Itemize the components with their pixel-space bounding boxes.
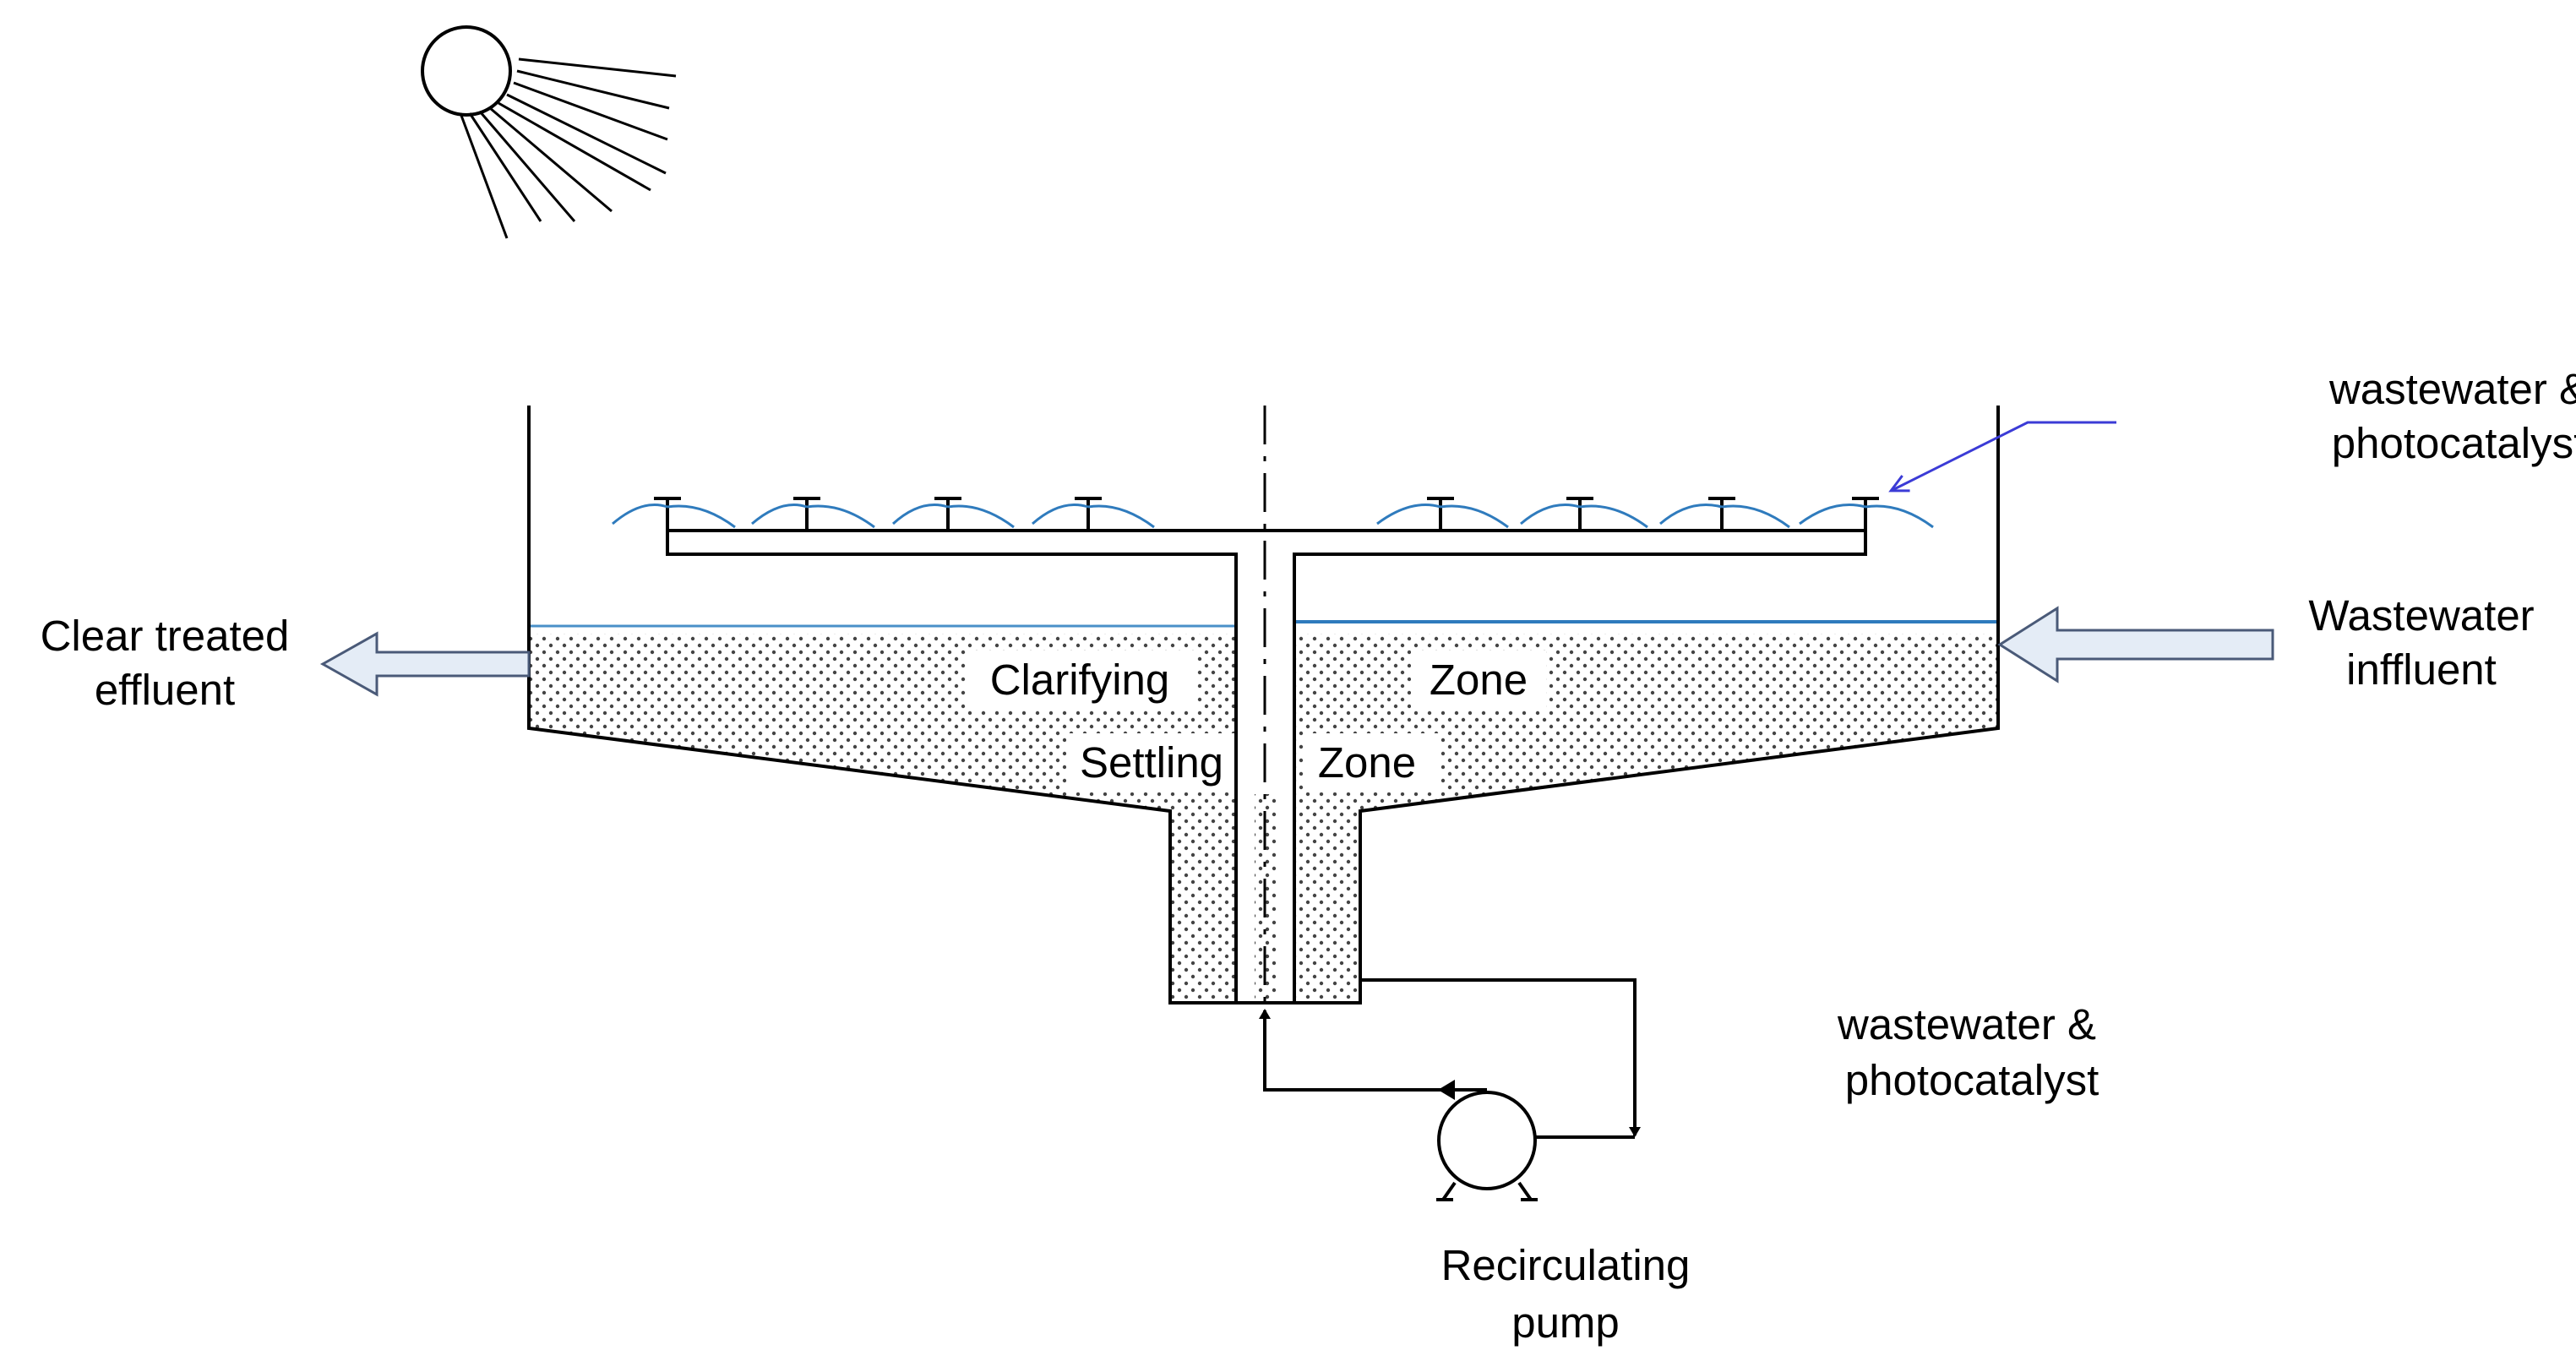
zone-upper-label: Zone (1430, 656, 1528, 704)
pump-icon (1436, 1080, 1538, 1201)
tank-outline (527, 406, 2000, 1004)
recirc-mix-label-line1: wastewater & (1837, 1000, 2096, 1048)
pump-label-line1: Recirculating (1441, 1241, 1691, 1289)
pump-label-line2: pump (1511, 1298, 1620, 1347)
tank-liquid (529, 634, 1998, 1003)
influent-arrow (1997, 606, 2274, 683)
influent-label-line2: inffluent (2346, 645, 2497, 694)
clarifying-label: Clarifying (990, 656, 1170, 704)
effluent-arrow (319, 631, 531, 697)
spray-arcs (612, 504, 1934, 529)
sun-icon (421, 25, 677, 239)
distribution-pipe (666, 500, 1867, 1003)
recirc-mix-label-line2: photocatalyst (1845, 1056, 2099, 1104)
spray-label-line1: wastewater & (2328, 365, 2576, 413)
effluent-label-line1: Clear treated (41, 612, 290, 660)
zone-lower-label: Zone (1318, 738, 1416, 787)
spray-pointer-arrow (1888, 421, 2116, 493)
settling-label: Settling (1080, 738, 1223, 787)
influent-label-line1: Wastewater (2308, 591, 2534, 640)
effluent-label-line2: effluent (95, 666, 235, 714)
spray-label-line2: photocatalyst (2332, 419, 2576, 467)
